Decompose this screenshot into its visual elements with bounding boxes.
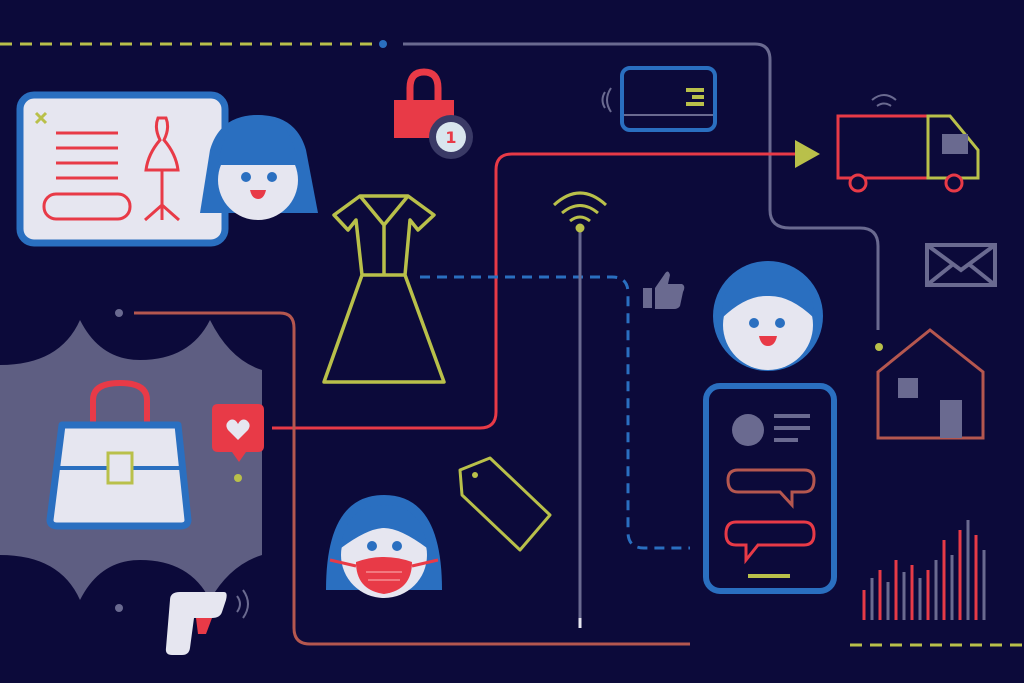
grey-line-top: [403, 42, 880, 330]
dress-icon: [322, 194, 446, 384]
mannequin-icon: [144, 116, 180, 222]
house-icon: [876, 328, 985, 440]
arrow-icon: [795, 140, 820, 168]
brand-logo-icon: [115, 589, 249, 655]
handbag-icon: [46, 379, 192, 530]
credit-card-icon: [601, 66, 717, 132]
sound-bars-decoration: [862, 520, 986, 620]
chat-bubble-incoming: [726, 468, 816, 509]
notification-badge: 1: [429, 115, 473, 159]
badge-count: 1: [445, 128, 456, 147]
smartphone-chat: [703, 383, 837, 594]
blue-dashed-line: [420, 275, 690, 550]
close-icon: [34, 111, 48, 125]
thumbs-up-icon: [643, 271, 685, 309]
line-dot: [379, 40, 387, 48]
product-card: [16, 91, 229, 247]
brown-line: [134, 311, 690, 646]
chat-bubble-outgoing: [724, 520, 816, 565]
price-tag-icon: [458, 456, 552, 552]
connector-lines: [0, 40, 1024, 647]
masked-woman-avatar: [326, 495, 442, 598]
red-line: [272, 152, 795, 430]
delivery-truck-icon: [836, 94, 980, 193]
woman-avatar-top: [200, 115, 318, 220]
man-avatar: [713, 261, 823, 371]
heart-notification-icon: [212, 404, 264, 482]
wifi-icon: [552, 191, 608, 233]
envelope-icon: [925, 243, 997, 287]
